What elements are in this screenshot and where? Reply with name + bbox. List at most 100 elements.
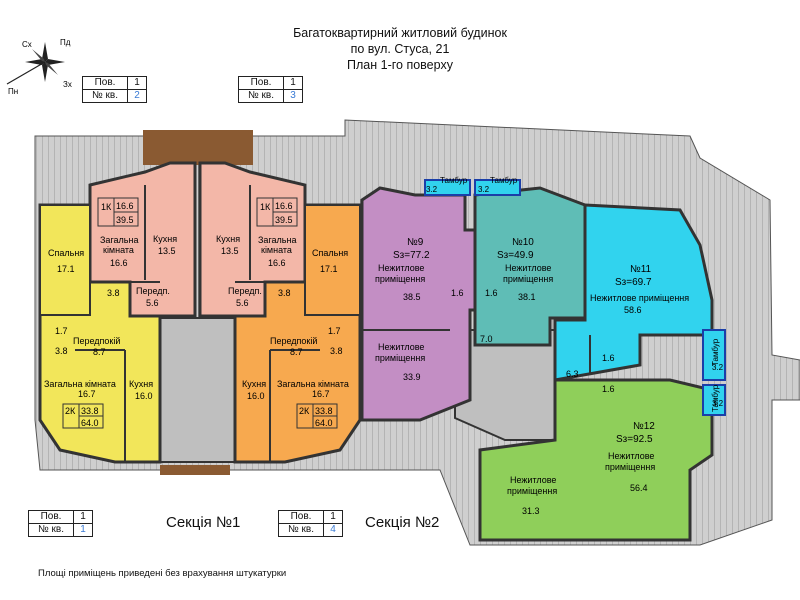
- n11-c-value: 6.3: [566, 369, 579, 379]
- vestibule-n10: [474, 179, 521, 196]
- apt2-box: [97, 197, 139, 227]
- apt3-bedroom-label: Спальня: [312, 248, 348, 258]
- n12-area: Sз=92.5: [616, 434, 653, 445]
- infobox-apt-3: Пов.1 № кв.3: [238, 76, 303, 103]
- apt3-hall-label: Передп.: [228, 286, 262, 296]
- n11-wc2: 1.6: [602, 384, 615, 394]
- apt3-kitchen-value: 13.5: [221, 246, 239, 256]
- apt3-hall-value: 5.6: [236, 298, 249, 308]
- n11-vest-label: Тамбур: [711, 338, 720, 366]
- vestibule-n12: [702, 384, 726, 416]
- porch-left: [143, 130, 253, 165]
- section-1-label: Секція №1: [166, 514, 241, 531]
- n9-r2-value: 33.9: [403, 372, 421, 382]
- apt3-kitchen-label: Кухня: [216, 234, 240, 244]
- apt4-kitchen-label: Кухня: [242, 379, 266, 389]
- apt3-living-label2: кімната: [261, 245, 292, 255]
- compass-rose-icon: Сх Пд Зх Пн: [6, 38, 72, 96]
- apt1-rooms: 2К: [65, 406, 76, 416]
- n11-r1-value: 58.6: [624, 305, 642, 315]
- n12-r2-label1: Нежитлове: [510, 475, 556, 485]
- n12-r1-label2: приміщення: [605, 462, 655, 472]
- apt-label: № кв.: [82, 89, 128, 103]
- apt3-living-label1: Загальна: [258, 235, 296, 245]
- apt2-living-area: 16.6: [116, 201, 134, 211]
- nonres-11-area: [553, 203, 714, 382]
- apartment-3-bedroom: [304, 204, 361, 316]
- n12-r2-value: 31.3: [522, 506, 540, 516]
- common-area: [159, 317, 236, 463]
- apt4-box: [296, 403, 338, 429]
- section-2-label: Секція №2: [365, 514, 440, 531]
- compass-sx: Сх: [22, 40, 32, 49]
- apt-value: 3: [283, 89, 303, 103]
- apt4-total-area: 64.0: [315, 418, 333, 428]
- apt3-bath-value: 3.8: [278, 288, 291, 298]
- apt1-bath-value: 3.8: [55, 346, 68, 356]
- apt2-living-label1: Загальна: [100, 235, 138, 245]
- n9-r2-label1: Нежитлове: [378, 342, 424, 352]
- vestibule-n11: [702, 329, 726, 381]
- n9-r1-label2: приміщення: [375, 274, 425, 284]
- apt4-hall-label: Передпокій: [270, 336, 317, 346]
- n12-r2-label2: приміщення: [507, 486, 557, 496]
- n9-number: №9: [407, 237, 424, 248]
- n9-r1-label1: Нежитлове: [378, 263, 424, 273]
- n12-r1-label1: Нежитлове: [608, 451, 654, 461]
- apt2-rooms: 1К: [101, 202, 112, 212]
- apt-value: 4: [323, 523, 343, 537]
- n12-vest-label: Тамбур: [711, 384, 720, 412]
- n12-vest-value: 3.2: [712, 399, 724, 408]
- n9-wc1: 1.6: [451, 288, 464, 298]
- footnote: Площі приміщень приведені без врахування…: [38, 568, 287, 579]
- n11-vest-value: 3.2: [712, 363, 724, 372]
- infobox-apt-1: Пов.1 № кв.1: [28, 510, 93, 537]
- n9-vest-label: Тамбур: [440, 176, 468, 185]
- title-line-1: Багатоквартирний житловий будинок: [293, 26, 507, 40]
- apt3-living-area: 16.6: [275, 201, 293, 211]
- apt2-living-value: 16.6: [110, 258, 128, 268]
- nonres-12-area: [478, 378, 714, 542]
- n9-wc2: 1.6: [485, 288, 498, 298]
- apt2-kitchen-value: 13.5: [158, 246, 176, 256]
- n10-area: Sз=49.9: [497, 250, 534, 261]
- n9-r2-label2: приміщення: [375, 353, 425, 363]
- apt1-kitchen-value: 16.0: [135, 391, 153, 401]
- apt4-kitchen-value: 16.0: [247, 391, 265, 401]
- apt3-box: [256, 197, 298, 227]
- infobox-apt-4: Пов.1 № кв.4: [278, 510, 343, 537]
- nonres-9-area: [360, 186, 477, 422]
- n11-area: Sз=69.7: [615, 277, 652, 288]
- apt4-hall-value: 8.7: [290, 347, 303, 357]
- n9-r1-value: 38.5: [403, 292, 421, 302]
- apt4-living-label: Загальна кімната: [277, 379, 349, 389]
- n10-r1-label1: Нежитлове: [505, 263, 551, 273]
- n10-corr-value: 7.0: [480, 334, 493, 344]
- n11-r1-label: Нежитлове приміщення: [590, 293, 689, 303]
- n10-r1-value: 38.1: [518, 292, 536, 302]
- apt2-kitchen-label: Кухня: [153, 234, 177, 244]
- apt3-rooms: 1К: [260, 202, 271, 212]
- apt1-living-area: 33.8: [81, 406, 99, 416]
- apt2-total-area: 39.5: [116, 215, 134, 225]
- compass-zx: Зх: [63, 80, 72, 89]
- compass-pn: Пн: [8, 87, 18, 96]
- n11-number: №11: [630, 264, 652, 275]
- n9-area: Sз=77.2: [393, 250, 430, 261]
- porch-bottom: [160, 465, 230, 475]
- apt2-bedroom-label: Спальня: [48, 248, 84, 258]
- apt1-living-value: 16.7: [78, 389, 96, 399]
- apt2-hall-label: Передп.: [136, 286, 170, 296]
- apt4-living-area: 33.8: [315, 406, 333, 416]
- apt-label: № кв.: [28, 523, 74, 537]
- apt1-hall-label: Передпокій: [73, 336, 120, 346]
- apt1-total-area: 64.0: [81, 418, 99, 428]
- n11-wc1: 1.6: [602, 353, 615, 363]
- vestibule-n9: [424, 179, 471, 196]
- apt3-living-value: 16.6: [268, 258, 286, 268]
- apt4-living-value: 16.7: [312, 389, 330, 399]
- apt1-living-label: Загальна кімната: [44, 379, 116, 389]
- apt3-total-area: 39.5: [275, 215, 293, 225]
- apt2-hall-value: 5.6: [146, 298, 159, 308]
- apt2-living-label2: кімната: [103, 245, 134, 255]
